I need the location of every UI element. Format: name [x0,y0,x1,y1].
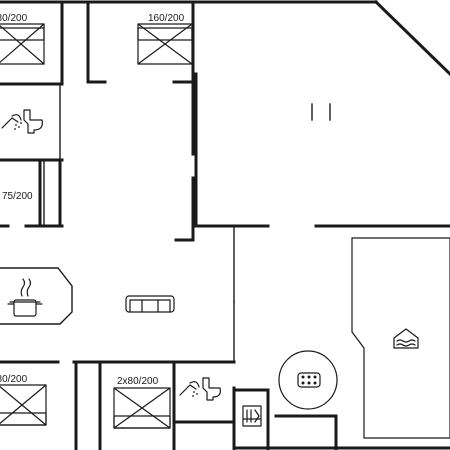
pool-icon [393,328,419,349]
bed-label: 2x80/200 [0,13,28,24]
toilet-icon [202,377,221,401]
bed-label: 2x80/200 [117,376,159,387]
shower-icon [1,114,22,130]
hot-tub-icon [278,350,338,410]
sofa-icon [125,295,175,313]
sauna-icon [242,405,262,427]
toilet-icon [23,109,43,134]
cooking-pot-icon [7,278,43,317]
bed-label: 2x80/200 [0,374,28,385]
bed-label: 75/200 [2,191,33,202]
bed-label: 160/200 [148,13,185,24]
pool-outline [351,237,450,439]
bed-top-middle: 160/200 [137,13,193,65]
shower-icon [179,381,200,397]
bed-left-middle: 75/200 [2,191,33,202]
bed-bottom-left: 2x80/200 [0,374,47,426]
bed-bottom-middle: 2x80/200 [113,376,171,429]
bed-top-left: 2x80/200 [0,13,45,65]
